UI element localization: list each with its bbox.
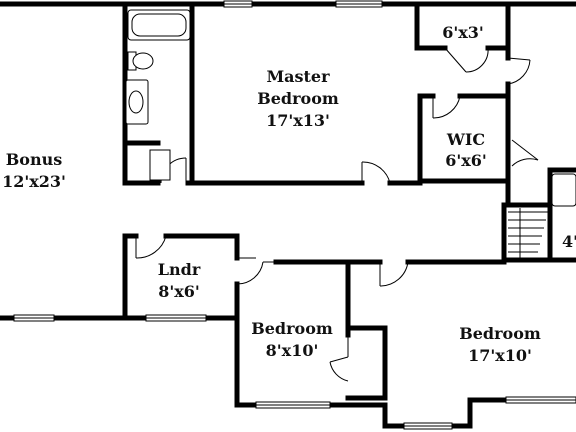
lndr-name: Lndr xyxy=(158,260,201,279)
stairs-icon xyxy=(508,208,548,258)
master-name-2: Bedroom xyxy=(257,89,339,108)
closet-size: 6'x3' xyxy=(442,23,484,42)
wic-size: 6'x6' xyxy=(445,151,487,170)
bedroom-small-size: 8'x10' xyxy=(266,341,319,360)
master-name-1: Master xyxy=(266,67,330,86)
partial-size: 4' xyxy=(562,232,576,251)
bathtub-icon-right xyxy=(551,173,576,207)
bedroom-small-name: Bedroom xyxy=(251,319,333,338)
master-size: 17'x13' xyxy=(266,111,330,130)
shower-icon xyxy=(149,149,171,181)
bedroom-large-name: Bedroom xyxy=(459,324,541,343)
room-labels: Bonus 12'x23' Master Bedroom 17'x13' 6'x… xyxy=(2,23,576,365)
bonus-size: 12'x23' xyxy=(2,172,66,191)
bedroom-large-size: 17'x10' xyxy=(468,346,532,365)
windows xyxy=(13,0,576,430)
lndr-size: 8'x6' xyxy=(158,282,200,301)
fixtures xyxy=(125,9,576,258)
wic-name: WIC xyxy=(446,130,485,149)
bonus-name: Bonus xyxy=(6,150,62,169)
